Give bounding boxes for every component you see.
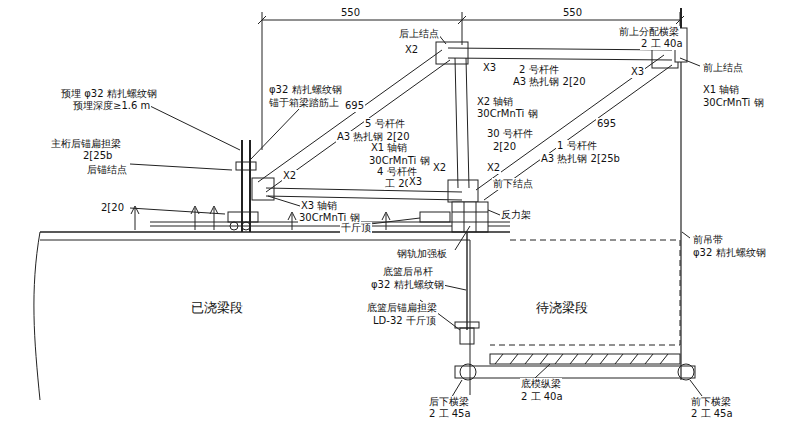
drawing-line — [452, 222, 488, 223]
drawing-line — [266, 188, 462, 192]
callout-label: 锚于箱梁踏筋上 — [268, 97, 340, 109]
drawing-line — [34, 8, 705, 400]
drawing-line — [266, 196, 462, 200]
drawing-line — [452, 212, 488, 213]
drawing-line — [130, 34, 705, 400]
callout-label: X3 — [482, 62, 497, 74]
callout-label: 695 — [596, 118, 617, 130]
drawing-line — [40, 240, 470, 241]
drawing-line — [249, 140, 251, 232]
callout-label: 550 — [562, 7, 583, 19]
drawing-line — [462, 12, 463, 45]
callout-label: 2 工 40a — [640, 38, 684, 50]
callout-label: 2 工 45a — [690, 408, 734, 420]
callout-label: 底篮后吊杆 — [382, 266, 434, 278]
drawing-line — [460, 364, 476, 380]
callout-label: 2[25b — [82, 150, 113, 162]
drawing-line — [236, 162, 256, 170]
callout-label: 预埋深度≥1.6 m — [72, 100, 151, 112]
drawing-line — [420, 212, 450, 222]
callout-label: 30CrMnTi 钢 — [702, 97, 765, 109]
drawing-line — [460, 328, 474, 344]
drawing-line — [466, 58, 469, 188]
drawing-line — [470, 240, 471, 395]
drawing-line — [490, 354, 680, 364]
segment-label: 待浇梁段 — [535, 300, 589, 315]
drawing-line — [40, 231, 510, 232]
callout-label: 前下结点 — [492, 178, 534, 190]
drawing-line — [262, 20, 680, 21]
drawing-line — [678, 364, 694, 380]
drawing-line — [680, 62, 681, 380]
drawing-line — [455, 58, 458, 188]
callout-label: 后上结点 — [398, 28, 440, 40]
callout-label: 千斤顶 — [340, 222, 372, 234]
drawing-line — [680, 8, 682, 28]
callout-label: 2[20 — [492, 141, 517, 153]
drawing-line — [458, 16, 466, 24]
callout-label: 后锚结点 — [86, 164, 128, 176]
drawing-line — [464, 202, 465, 232]
callout-label: X3 轴销 — [300, 200, 338, 212]
callout-label: 5 号杆件 — [364, 118, 406, 130]
drawing-line — [476, 55, 664, 190]
callout-label: X2 — [404, 44, 419, 56]
callout-label: 2 工 40a — [520, 391, 564, 403]
callout-label: 550 — [340, 7, 361, 19]
drawing-line — [258, 50, 442, 182]
callout-label: X1 轴销 — [370, 142, 408, 154]
callout-label: 后下横梁 — [428, 396, 470, 408]
callout-label: X2 轴销 — [476, 96, 514, 108]
callout-label: 前上分配横梁 — [618, 26, 680, 38]
drawing-line — [448, 48, 672, 50]
callout-label: 2 工 45a — [428, 408, 472, 420]
callout-label: 钢轨加强板 — [396, 248, 448, 260]
drawing-line — [241, 140, 243, 232]
drawing-line — [448, 58, 672, 60]
callout-label: A3 热扎钢 2[20 — [512, 76, 587, 88]
callout-label: 主桁后锚扁担梁 — [50, 138, 122, 150]
callout-label: φ32 精扎螺纹钢 — [370, 279, 445, 291]
callout-label: X3 — [630, 66, 645, 78]
drawing-line — [262, 12, 263, 150]
drawing-line — [476, 202, 477, 232]
drawing-line — [484, 65, 672, 200]
callout-label: 反力架 — [500, 209, 532, 221]
callout-label: 预埋 φ32 精扎螺纹钢 — [60, 88, 158, 100]
drawing-line — [455, 366, 695, 378]
callout-label: 1 号杆件 — [556, 140, 598, 152]
callout-label: X1 轴销 — [702, 84, 740, 96]
drawing-line — [490, 240, 680, 345]
callout-label: X2 — [486, 162, 501, 174]
drawing-line — [436, 42, 468, 64]
drawing-line — [34, 232, 40, 400]
drawing-line — [258, 16, 266, 24]
callout-label: φ32 精扎螺纹钢 — [692, 247, 767, 259]
segment-label: 已浇梁段 — [190, 300, 244, 315]
callout-label: 前吊带 — [692, 234, 724, 246]
callout-label: A3 热扎钢 2[25b — [540, 153, 621, 165]
callout-label: X3 — [408, 176, 423, 188]
drawing-line — [466, 232, 467, 330]
drawing-line — [455, 322, 479, 328]
callout-label: X2 — [282, 170, 297, 182]
callout-label: 前上结点 — [702, 62, 744, 74]
drawing-line — [228, 212, 258, 222]
callout-label: 2 号杆件 — [518, 64, 560, 76]
callout-label: 前下横梁 — [690, 396, 732, 408]
callout-label: LD-32 千斤顶 — [372, 315, 437, 327]
drawing-line — [448, 180, 478, 202]
drawing-line — [495, 354, 668, 364]
callout-label: 底模纵梁 — [520, 378, 562, 390]
drawing-line — [266, 60, 450, 192]
drawing-line — [452, 202, 488, 232]
callout-label: X2 — [432, 162, 447, 174]
callout-label: 30 号杆件 — [486, 128, 534, 140]
callout-label: φ32 精扎螺纹钢 — [268, 84, 343, 96]
callout-label: 30CrMnTi 钢 — [476, 108, 539, 120]
callout-label: 2[20 — [100, 202, 125, 214]
callout-label: 695 — [344, 100, 365, 112]
callout-label: 底篮后锚扁担梁 — [366, 302, 438, 314]
